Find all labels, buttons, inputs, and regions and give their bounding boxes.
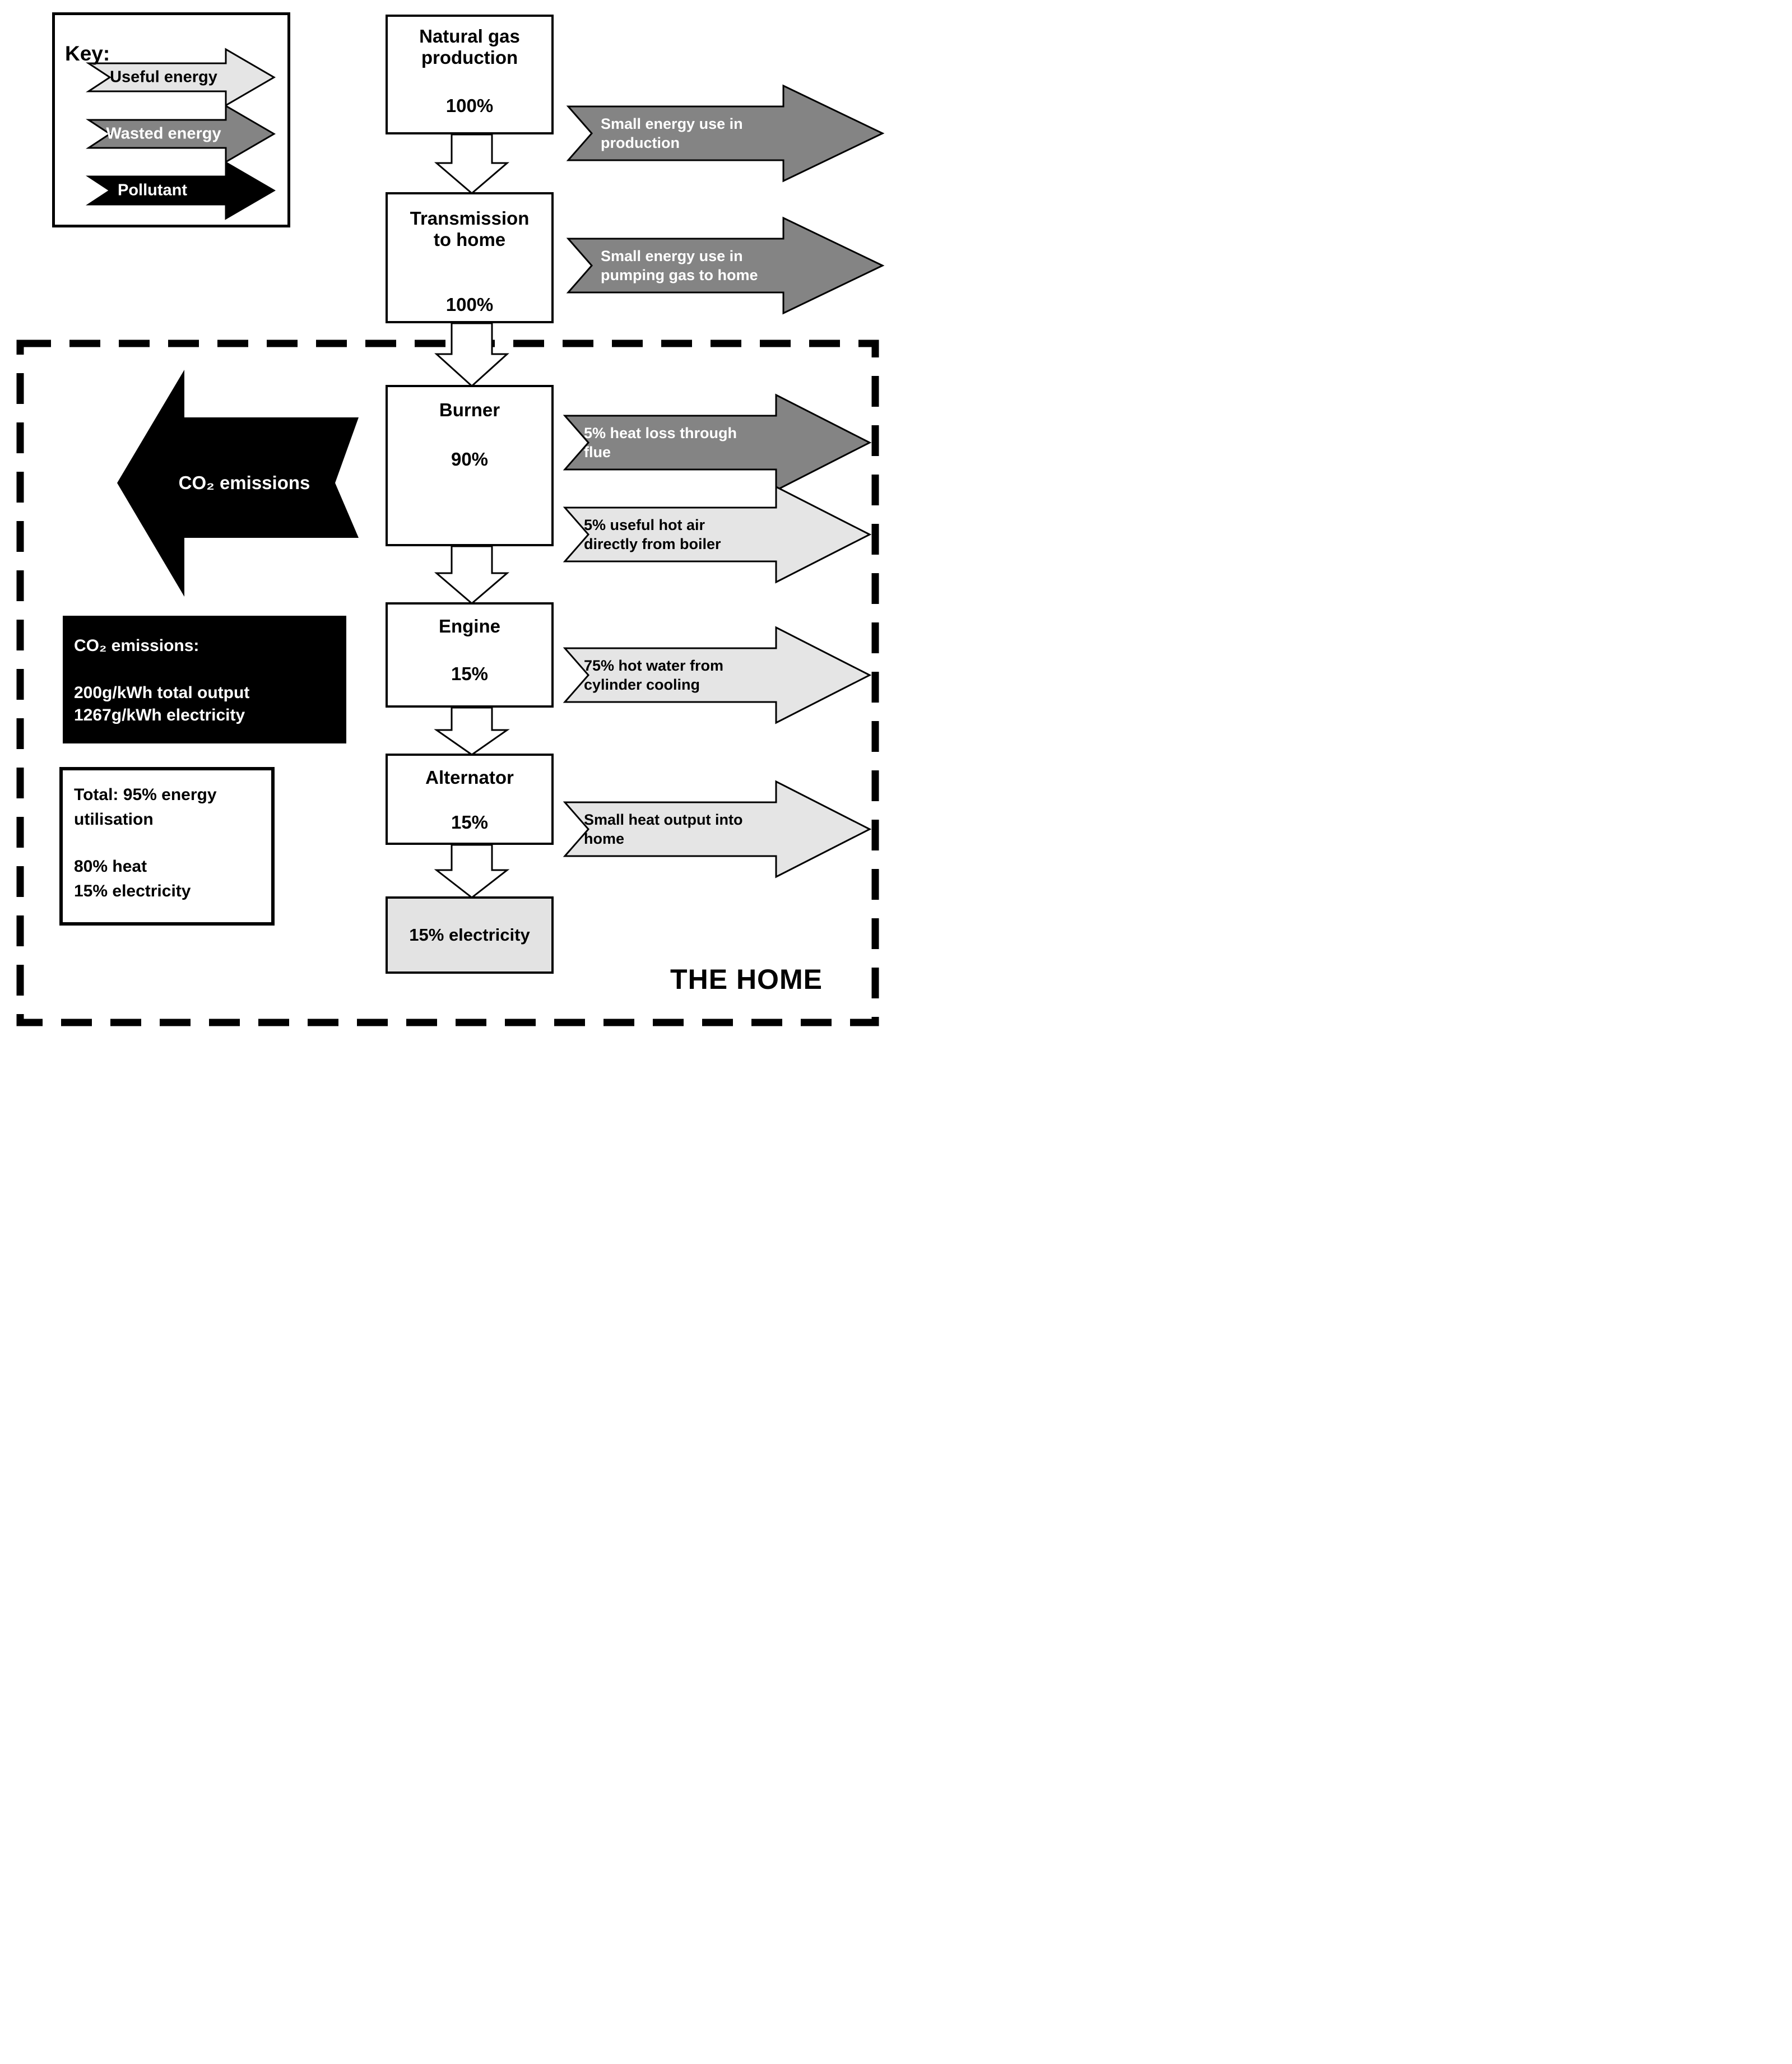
arrow-energy-use-production <box>566 84 885 183</box>
stage-name: Burner <box>439 399 500 420</box>
co2-emissions-box: CO₂ emissions: 200g/kWh total output 126… <box>63 616 346 743</box>
stage-box-burner: Burner 90% <box>386 385 554 546</box>
stage-box-engine: Engine 15% <box>386 602 554 708</box>
co2-arrow-label: CO₂ emissions <box>178 472 310 493</box>
stage-box-alternator: Alternator 15% <box>386 754 554 845</box>
stage-box-natural-gas-production: Natural gas production 100% <box>386 15 554 134</box>
down-arrow-5 <box>434 844 510 899</box>
stage-value: 15% <box>451 663 489 684</box>
arrow-energy-use-pumping <box>566 216 885 315</box>
side-arrow-label-hot-air: 5% useful hot air directly from boiler <box>584 517 721 552</box>
stage-name: Natural gas production <box>419 26 520 68</box>
down-arrow-2 <box>434 322 509 388</box>
diagram-shapes-layer <box>16 48 885 1026</box>
home-label: THE HOME <box>670 964 823 995</box>
arrow-useful-hot-air <box>563 485 872 584</box>
key-box: Key: <box>52 12 290 227</box>
key-item-useful-label: Useful energy <box>110 68 217 86</box>
stage-value: 90% <box>451 449 489 469</box>
stage-box-transmission-to-home: Transmission to home 100% <box>386 192 554 323</box>
total-box-line2: 80% heat 15% electricity <box>74 857 191 900</box>
stage-name: Engine <box>438 616 500 636</box>
stage-value: 100% <box>445 95 494 116</box>
side-arrow-label-small-heat: Small heat output into home <box>584 811 743 847</box>
total-utilisation-box: Total: 95% energy utilisation 80% heat 1… <box>59 767 275 926</box>
side-arrow-label-hot-water: 75% hot water from cylinder cooling <box>584 657 724 693</box>
co2-box-line1: 200g/kWh total output <box>74 684 250 702</box>
stage-name: Transmission to home <box>410 208 530 250</box>
output-label: 15% electricity <box>409 925 530 945</box>
stage-value: 15% <box>451 812 489 833</box>
stage-name: Alternator <box>425 767 514 788</box>
co2-emissions-arrow <box>117 370 359 597</box>
key-title: Key: <box>65 42 110 65</box>
key-item-wasted-label: Wasted energy <box>106 124 221 143</box>
side-arrow-label-flue: 5% heat loss through flue <box>584 425 737 461</box>
total-box-line1: Total: 95% energy utilisation <box>74 785 217 829</box>
down-arrow-1 <box>434 133 510 194</box>
side-arrow-label-production: Small energy use in production <box>601 115 743 151</box>
side-arrow-label-pumping: Small energy use in pumping gas to home <box>601 248 758 283</box>
energy-flow-diagram: Key: Useful energy Wasted energy Polluta… <box>0 0 896 1032</box>
arrow-small-heat-output <box>563 780 872 878</box>
arrow-hot-water-cylinder <box>563 626 872 724</box>
home-boundary-dashed-border <box>16 340 879 1026</box>
key-pollutant-arrow <box>85 161 276 220</box>
output-box-electricity: 15% electricity <box>386 896 554 974</box>
co2-box-title: CO₂ emissions: <box>74 636 199 655</box>
down-arrow-4 <box>434 706 510 756</box>
key-item-pollutant-label: Pollutant <box>117 181 188 199</box>
co2-box-line2: 1267g/kWh electricity <box>74 706 245 724</box>
stage-value: 100% <box>445 294 494 315</box>
down-arrow-3 <box>434 545 510 605</box>
